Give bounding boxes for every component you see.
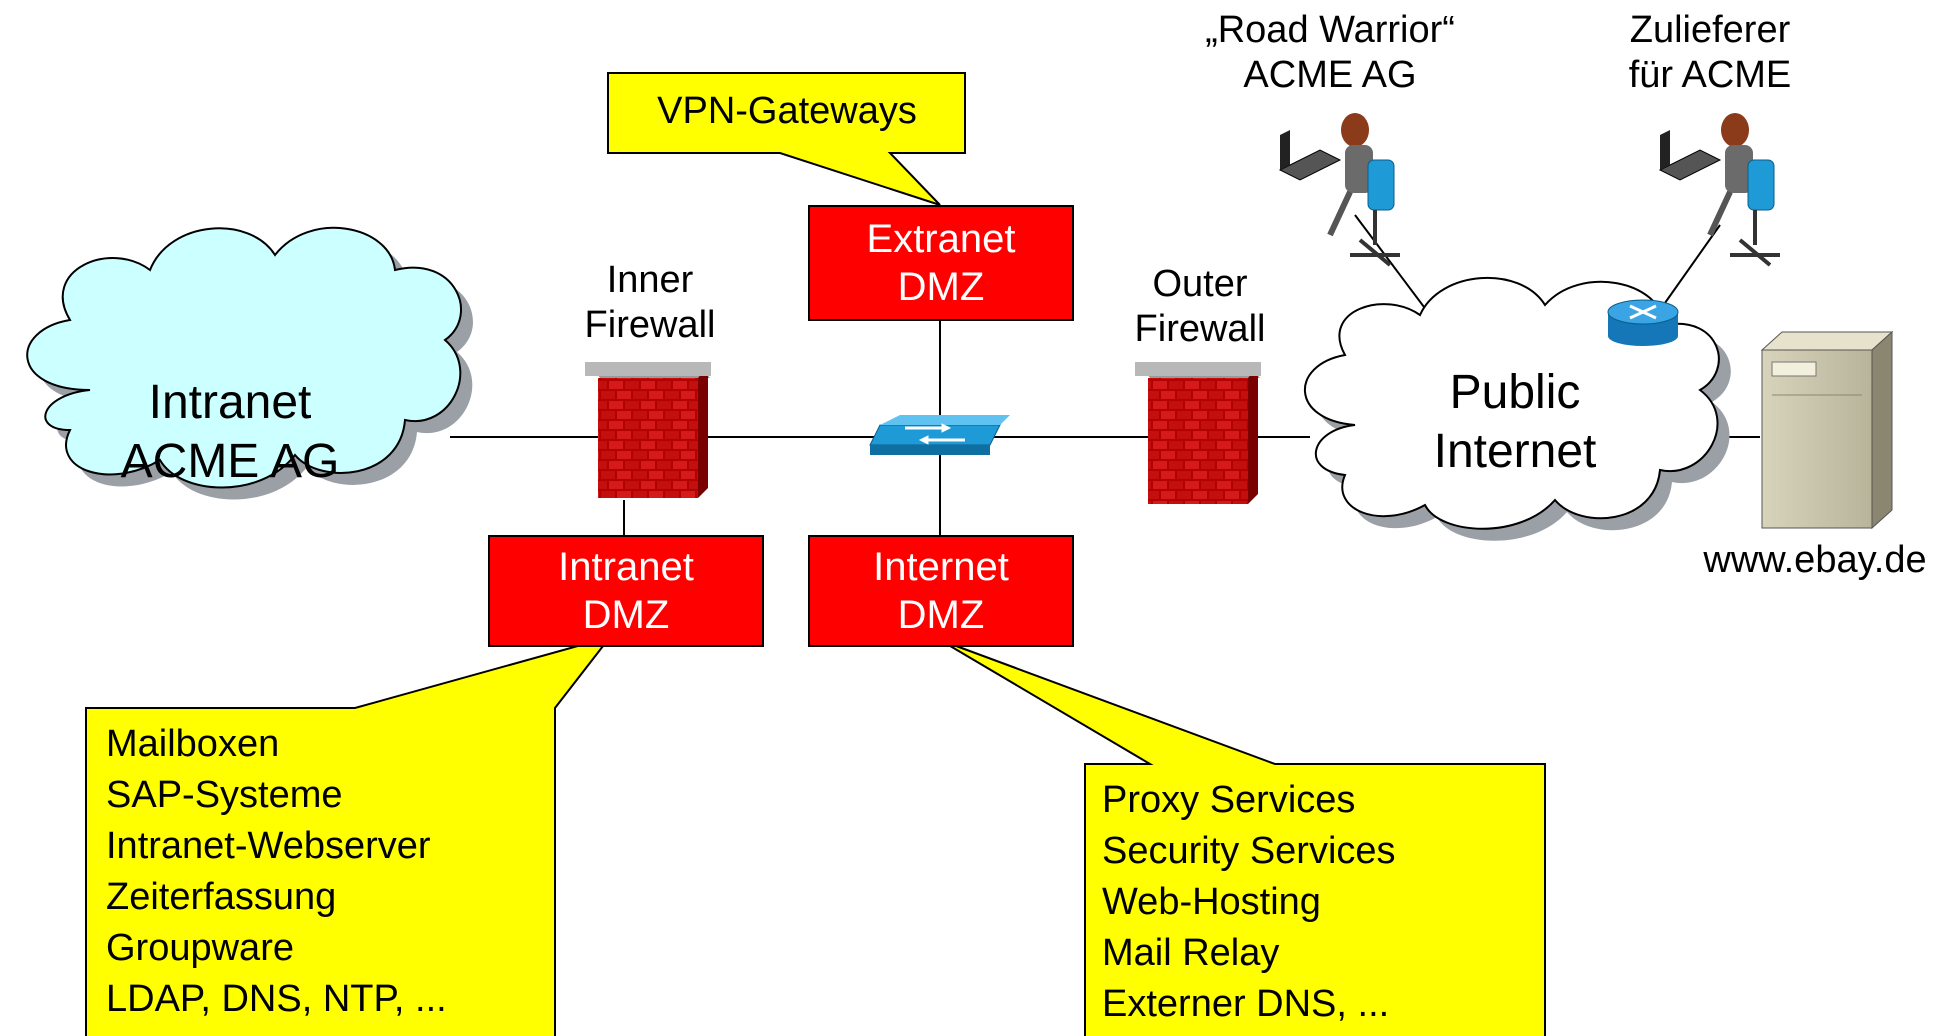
inner-firewall-icon: [585, 362, 711, 498]
outer-firewall-icon: [1135, 362, 1261, 504]
intranet-service-item: Intranet-Webserver: [106, 825, 431, 867]
intranet-service-item: LDAP, DNS, NTP, ...: [106, 978, 447, 1020]
internet-services-list: Proxy Services Security Services Web-Hos…: [1102, 775, 1396, 1030]
internet-cloud-label: Public Internet: [1433, 366, 1597, 478]
internet-service-item: Externer DNS, ...: [1102, 983, 1390, 1025]
supplier-link: [1659, 224, 1721, 311]
inner-firewall-label: Inner Firewall: [584, 259, 716, 346]
intranet-dmz-box: Intranet DMZ: [488, 535, 764, 647]
extranet-dmz-box: Extranet DMZ: [808, 205, 1074, 321]
intranet-service-item: SAP-Systeme: [106, 774, 343, 816]
ebay-label: www.ebay.de: [1703, 539, 1927, 581]
internet-service-item: Web-Hosting: [1102, 881, 1321, 923]
internet-service-item: Security Services: [1102, 830, 1396, 872]
internet-dmz-box: Internet DMZ: [808, 535, 1074, 647]
vpn-callout: [607, 72, 966, 206]
router-icon: [1607, 299, 1679, 346]
server-icon: [1760, 330, 1894, 530]
supplier-icon: [1658, 113, 1780, 267]
intranet-service-item: Mailboxen: [106, 723, 280, 765]
supplier-label: Zulieferer für ACME: [1628, 9, 1792, 96]
intranet-cloud-label: Intranet ACME AG: [120, 376, 340, 488]
intranet-cloud: [26, 226, 473, 500]
internet-services-callout: [939, 639, 1546, 1036]
internet-service-item: Proxy Services: [1102, 779, 1356, 821]
intranet-service-item: Groupware: [106, 927, 294, 969]
road-warrior-icon: [1278, 113, 1400, 267]
intranet-services-callout: [85, 635, 613, 1036]
outer-firewall-label: Outer Firewall: [1134, 263, 1266, 350]
vpn-callout-text: VPN-Gateways: [657, 90, 917, 132]
switch-icon: [869, 415, 1010, 455]
internet-service-item: Mail Relay: [1102, 932, 1280, 974]
road-warrior-label: „Road Warrior“ ACME AG: [1205, 9, 1455, 96]
intranet-service-item: Zeiterfassung: [106, 876, 337, 918]
intranet-services-list: Mailboxen SAP-Systeme Intranet-Webserver…: [106, 719, 447, 1025]
